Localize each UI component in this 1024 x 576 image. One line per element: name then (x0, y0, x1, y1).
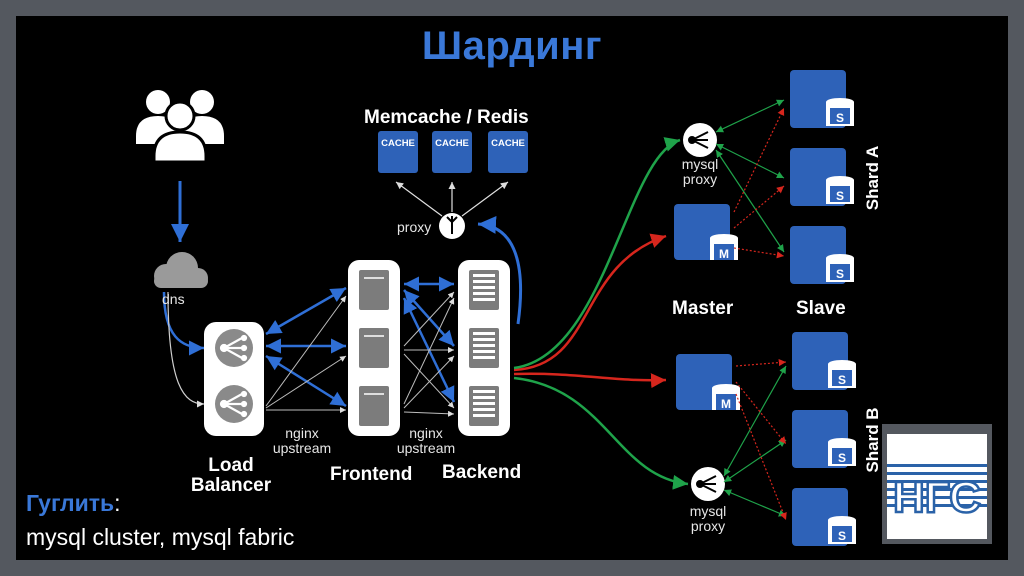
dns-to-lb2-arrow (167, 291, 205, 408)
dns-label: dns (162, 291, 185, 307)
slave-db-a3 (790, 226, 854, 284)
cache-box (488, 131, 528, 173)
frontend-backend-links (402, 276, 456, 417)
slave-db-b1 (792, 332, 856, 390)
lb-network-icon (215, 385, 253, 423)
master-label: Master (672, 298, 734, 319)
nginx-upstream-line: upstream (396, 440, 456, 456)
cache-label: CACHE (381, 138, 415, 149)
backend-to-db-links (513, 137, 689, 490)
nginx-upstream-label: nginx upstream (272, 426, 332, 456)
mysql-proxy-line: proxy (690, 518, 726, 534)
master-badge: M (721, 397, 731, 411)
load-balancer-line: Load (208, 455, 254, 476)
architecture-diagram: CACHE CACHE CACHE M S S S (136, 70, 882, 546)
mysql-proxy-label: mysql proxy (680, 504, 736, 534)
frontend-server-slots (364, 277, 384, 395)
page-title: Шардинг (421, 24, 603, 68)
backend-to-cache-proxy-arrow (477, 215, 522, 325)
mysql-proxy-line: proxy (682, 171, 718, 187)
google-query: mysql cluster, mysql fabric (26, 524, 295, 550)
cache-box (378, 131, 418, 173)
slave-db-b2 (792, 410, 856, 468)
slave-badge: S (836, 267, 844, 281)
slave-badge: S (838, 451, 846, 465)
proxy-to-cache-arrows (395, 181, 509, 217)
dns-to-lb1-arrow (162, 291, 205, 356)
users-icon (136, 90, 224, 164)
slave-db-a2 (790, 148, 854, 206)
slave-badge: S (836, 111, 844, 125)
slave-badge: S (838, 373, 846, 387)
nginx-upstream-line: nginx (285, 425, 319, 441)
slave-db-a1 (790, 70, 854, 128)
nginx-upstream-label: nginx upstream (396, 426, 456, 456)
slave-badge: S (836, 189, 844, 203)
ngs-logo-graphic: НГС (887, 464, 987, 523)
slave-db-b3 (792, 488, 856, 546)
dns-cloud-icon (154, 252, 208, 288)
load-balancer-line: Balancer (190, 475, 272, 496)
ngs-logo: НГС (882, 424, 992, 544)
frontend-server-icon (359, 270, 389, 426)
frontend-label: Frontend (330, 464, 413, 485)
nginx-upstream-line: nginx (409, 425, 443, 441)
backend-server-grid (473, 274, 495, 417)
backend-label: Backend (442, 462, 522, 483)
google-label-text: Гуглить (26, 490, 115, 516)
shard-b-label: Shard B (863, 407, 882, 472)
slide: CACHE CACHE CACHE M S S S (16, 16, 1008, 560)
google-label-colon: : (114, 490, 121, 516)
cache-proxy-label: proxy (397, 219, 432, 235)
ngs-logo-text: НГС (893, 473, 981, 522)
master-badge: M (719, 247, 729, 261)
lb-network-icon (215, 329, 253, 367)
shard-a-links (715, 99, 785, 259)
cache-label: CACHE (491, 138, 525, 149)
mysql-proxy-line: mysql (689, 503, 727, 519)
load-balancer-label: Load Balancer (184, 456, 278, 496)
cache-label: CACHE (435, 138, 469, 149)
google-label: Гуглить: (26, 490, 121, 517)
memcache-title: Memcache / Redis (364, 107, 529, 128)
mysql-proxy-label: mysql proxy (672, 157, 728, 187)
mysql-proxy-line: mysql (681, 156, 719, 172)
slave-label: Slave (796, 298, 846, 319)
nginx-upstream-line: upstream (272, 440, 332, 456)
cache-box (432, 131, 472, 173)
shard-b-links (723, 358, 787, 521)
shard-a-label: Shard A (863, 146, 882, 211)
lb-frontend-links (265, 286, 347, 413)
slave-badge: S (838, 529, 846, 543)
